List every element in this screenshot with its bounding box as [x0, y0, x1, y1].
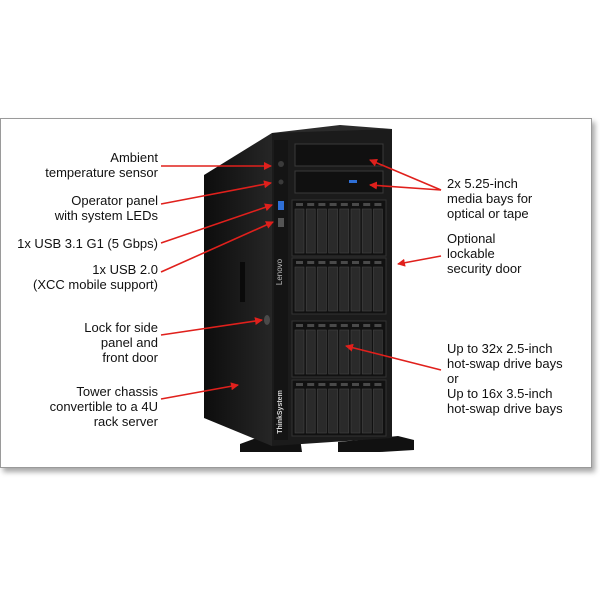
label-tower-chassis: Tower chassis convertible to a 4U rack s… [49, 384, 158, 429]
drive-bay [373, 388, 383, 434]
drive-bay-latch [340, 383, 348, 386]
drive-bay-latch [307, 261, 315, 264]
drive-bay-latch [374, 324, 382, 327]
drive-bay-latch [318, 324, 326, 327]
drive-bay-latch [318, 203, 326, 206]
drive-bay-latch [352, 203, 359, 206]
temperature-sensor-icon [278, 161, 284, 167]
drive-bay [328, 388, 338, 434]
drive-bay-latch [352, 383, 359, 386]
drive-bay [350, 388, 361, 434]
drive-bay-latch [374, 203, 382, 206]
drive-bay-latch [307, 203, 315, 206]
drive-bay [373, 208, 383, 254]
drive-bay [339, 329, 350, 375]
drive-bay [361, 208, 372, 254]
drive-bay-latch [307, 324, 315, 327]
drive-bay [373, 266, 383, 312]
drive-bay-latch [329, 203, 337, 206]
drive-bay [350, 329, 361, 375]
media-bay-1 [294, 143, 384, 167]
media-bay-2 [294, 170, 384, 194]
drive-bay [305, 388, 316, 434]
drive-bay-latch [329, 383, 337, 386]
drive-bay [317, 388, 327, 434]
drive-bay [294, 266, 305, 312]
arrow-media-1 [369, 159, 442, 191]
drive-bay-latch [363, 203, 371, 206]
brand-side-text: Lenovo [275, 258, 284, 285]
label-lock: Lock for side panel and front door [84, 320, 158, 365]
usb20-port [278, 218, 284, 227]
arrow-operator [160, 180, 272, 205]
arrow-door [397, 255, 442, 267]
label-ambient: Ambient temperature sensor [45, 150, 158, 180]
drive-bay-latch [340, 203, 348, 206]
drive-bay [328, 329, 338, 375]
drive-bay-latch [352, 324, 359, 327]
drive-bay-grid [291, 199, 387, 437]
arrow-lock [160, 317, 263, 336]
drive-bay [339, 388, 350, 434]
drive-bay-latch [363, 261, 371, 264]
drive-bay-latch [296, 261, 303, 264]
drive-bay-latch [363, 324, 371, 327]
label-media-bays: 2x 5.25-inch media bays for optical or t… [447, 176, 533, 221]
drive-bay-latch [296, 324, 303, 327]
drive-bay-latch [329, 324, 337, 327]
drive-bay [339, 208, 350, 254]
drive-bay [305, 208, 316, 254]
drive-bay-latch [296, 203, 303, 206]
label-security-door: Optional lockable security door [447, 231, 522, 276]
drive-bay [339, 266, 350, 312]
drive-bay-latch [296, 383, 303, 386]
drive-bay [305, 329, 316, 375]
drive-bay [361, 266, 372, 312]
drive-bay-latch [374, 261, 382, 264]
drive-bay-latch [307, 383, 315, 386]
drive-bay [317, 266, 327, 312]
drive-bay [350, 266, 361, 312]
drive-bay [350, 208, 361, 254]
drive-bay [361, 388, 372, 434]
drive-bay-latch [340, 261, 348, 264]
arrow-usb20 [160, 221, 274, 273]
foot-right [338, 436, 414, 452]
drive-bay-latch [318, 383, 326, 386]
drive-bay [317, 208, 327, 254]
usb31-port [278, 201, 284, 210]
control-strip [274, 140, 288, 440]
label-usb20: 1x USB 2.0 (XCC mobile support) [33, 262, 158, 292]
drive-bay [294, 329, 305, 375]
drive-bay-latch [352, 261, 359, 264]
label-operator-panel: Operator panel with system LEDs [54, 193, 158, 223]
lock-icon [264, 315, 270, 325]
drive-bay-latch [340, 324, 348, 327]
drive-bay [373, 329, 383, 375]
arrow-media-2 [369, 181, 442, 191]
led-indicator-icon [278, 179, 284, 185]
drive-bay-latch [363, 383, 371, 386]
label-usb31: 1x USB 3.1 G1 (5 Gbps) [17, 236, 158, 251]
drive-bay-latch [329, 261, 337, 264]
drive-bay [317, 329, 327, 375]
brand-front-text: ThinkSystem [277, 390, 284, 434]
label-drive-bays: Up to 32x 2.5-inch hot-swap drive bays o… [447, 341, 563, 416]
drive-bay-latch [318, 261, 326, 264]
side-vent-slot [240, 262, 245, 302]
media-eject-button [349, 180, 357, 183]
drive-bay [305, 266, 316, 312]
side-panel [204, 133, 272, 446]
arrow-drives [345, 343, 442, 371]
arrow-tower [160, 382, 239, 400]
drive-bay-latch [374, 383, 382, 386]
drive-bay [328, 266, 338, 312]
drive-bay [294, 208, 305, 254]
drive-bay [294, 388, 305, 434]
drive-bay [328, 208, 338, 254]
arrow-usb31 [160, 203, 273, 244]
